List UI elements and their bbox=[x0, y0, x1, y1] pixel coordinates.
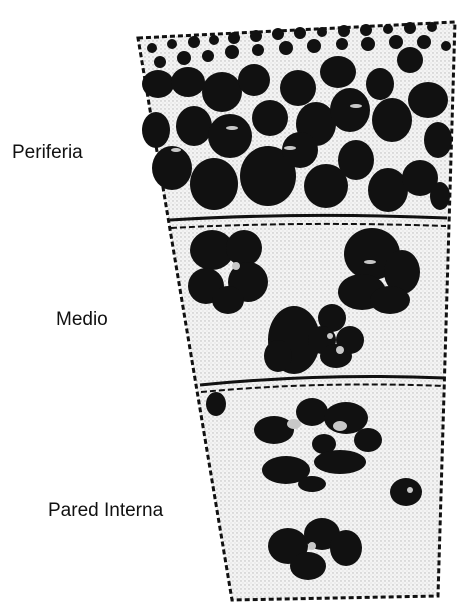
cross-section-diagram bbox=[0, 0, 465, 612]
